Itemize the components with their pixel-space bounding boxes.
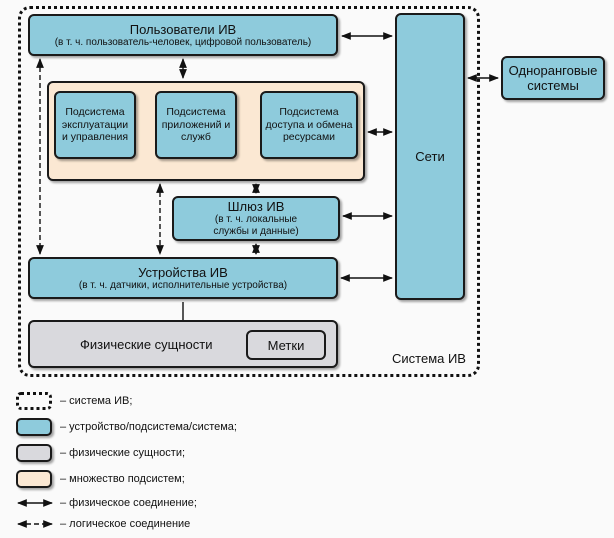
legend-item-subsystems: – множество подсистем; — [60, 473, 185, 485]
iot-users-box: Пользователи ИВ (в т. ч. пользователь-че… — [28, 14, 338, 56]
legend-blue-box-swatch — [16, 418, 52, 436]
peer-systems-title: Одноранговые системы — [508, 63, 598, 93]
legend-peach-box-swatch — [16, 470, 52, 488]
legend-item-device: – устройство/подсистема/система; — [60, 421, 237, 433]
apps-subsystem-label: Подсистема приложений и служб — [161, 106, 231, 144]
iot-devices-title: Устройства ИВ — [138, 264, 228, 280]
iot-system-label: Система ИВ — [392, 351, 466, 366]
legend-item-logical-connection: – логическое соединение — [60, 518, 191, 530]
iot-gateway-box: Шлюз ИВ (в т. ч. локальные службы и данн… — [172, 196, 340, 241]
legend-item-system: – система ИВ; — [60, 395, 133, 407]
iot-system-boundary — [18, 6, 480, 377]
peer-systems-box: Одноранговые системы — [501, 56, 605, 100]
legend-item-physical-connection: – физическое соединение; — [60, 497, 197, 509]
iot-devices-subtitle: (в т. ч. датчики, исполнительные устройс… — [78, 279, 288, 291]
tags-title: Метки — [267, 337, 305, 353]
legend-grey-box-swatch — [16, 444, 52, 462]
ops-subsystem-label: Подсистема эксплуатации и управления — [61, 106, 129, 144]
iot-gateway-title: Шлюз ИВ — [227, 199, 285, 214]
legend-dotted-box-swatch — [16, 392, 52, 410]
access-subsystem-box: Подсистема доступа и обмена ресурсами — [260, 91, 358, 159]
networks-box: Сети — [395, 13, 465, 300]
apps-subsystem-box: Подсистема приложений и служб — [155, 91, 237, 159]
tags-box: Метки — [246, 330, 326, 360]
networks-title: Сети — [415, 149, 445, 164]
legend-item-physical: – физические сущности; — [60, 447, 186, 459]
physical-entities-title: Физические сущности — [80, 336, 213, 352]
iot-users-title: Пользователи ИВ — [129, 21, 237, 37]
iot-devices-box: Устройства ИВ (в т. ч. датчики, исполнит… — [28, 257, 338, 299]
iot-users-subtitle: (в т. ч. пользователь-человек, цифровой … — [54, 36, 312, 48]
access-subsystem-label: Подсистема доступа и обмена ресурсами — [265, 106, 353, 144]
iot-gateway-subtitle: (в т. ч. локальные службы и данные) — [213, 214, 299, 237]
ops-subsystem-box: Подсистема эксплуатации и управления — [54, 91, 136, 159]
